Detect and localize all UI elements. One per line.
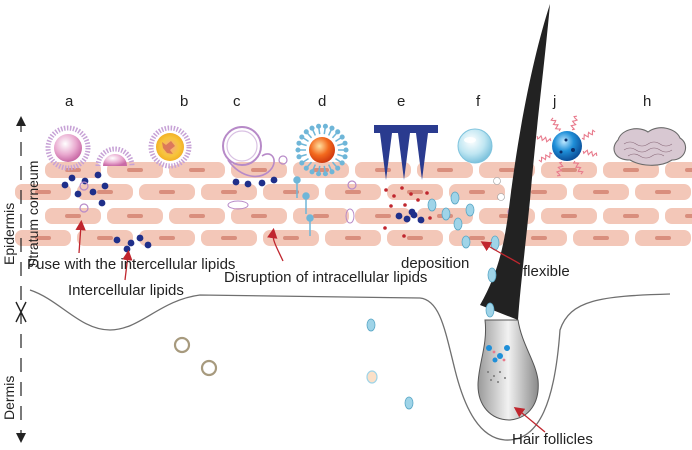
- skin-cell: [665, 208, 692, 224]
- skin-cell: [603, 208, 659, 224]
- epidermis-label: Epidermis: [1, 203, 17, 265]
- skin-cell: [387, 230, 443, 246]
- skin-cell: [541, 162, 597, 178]
- skin-cell: [355, 208, 411, 224]
- skin-cell: [77, 184, 133, 200]
- dermis-particles: [366, 318, 414, 410]
- skin-cell: [603, 162, 659, 178]
- skin-cell: [665, 162, 692, 178]
- skin-cell: [139, 230, 195, 246]
- panel-letter-d: d: [318, 93, 326, 110]
- skin-cell: [573, 230, 629, 246]
- skin-cell: [139, 184, 195, 200]
- annotation-arrows: [75, 219, 546, 433]
- lipid-nanoparticle-carrier: [148, 125, 192, 169]
- hair-follicles-annotation: Hair follicles: [512, 431, 593, 448]
- skin-cell: [573, 184, 629, 200]
- skin-cell: [325, 184, 381, 200]
- skin-cell: [541, 208, 597, 224]
- dermis-label: Dermis: [1, 376, 17, 420]
- hair-follicle: [477, 4, 550, 421]
- skin-cell: [201, 184, 257, 200]
- ethosome-carrier: [222, 126, 288, 178]
- panel-letter-c: c: [233, 93, 241, 110]
- skin-cell: [635, 184, 691, 200]
- flexible-annotation: flexible: [523, 263, 570, 280]
- disruption-annotation: Disruption of intracellular lipids: [224, 269, 427, 286]
- liposome-carrier: [45, 125, 135, 171]
- skin-cell: [77, 230, 133, 246]
- skin-cell: [293, 208, 349, 224]
- fuse-annotation: Fuse with the intercellular lipids: [27, 256, 235, 273]
- skin-cell: [45, 208, 101, 224]
- dermis-boundary-line: [29, 289, 671, 441]
- vesicle-carrier: [457, 128, 493, 164]
- panel-letter-b: b: [180, 93, 188, 110]
- skin-cell: [263, 184, 319, 200]
- panel-letter-j: j: [552, 93, 556, 110]
- irregular-particle-carrier: [613, 127, 687, 166]
- deposition-annotation: deposition: [401, 255, 469, 272]
- microneedle-array: [374, 125, 438, 180]
- skin-cell: [635, 230, 691, 246]
- penetrating-vesicles: [79, 176, 517, 377]
- skin-cell: [325, 230, 381, 246]
- skin-cell: [449, 184, 505, 200]
- skin-cell: [15, 230, 71, 246]
- panel-letter-h: h: [643, 93, 651, 110]
- skin-cell: [107, 208, 163, 224]
- skin-cell: [417, 162, 473, 178]
- skin-cell: [169, 208, 225, 224]
- panel-letter-f: f: [476, 93, 481, 110]
- panel-letter-a: a: [65, 93, 74, 110]
- stratum-corneum-cells: [15, 162, 692, 246]
- intercellular-lipid-dots: [61, 171, 425, 253]
- panel-letter-e: e: [397, 93, 405, 110]
- stratum-corneum-label: Stratum corneum: [25, 161, 41, 268]
- micelle-carrier: [295, 123, 357, 190]
- drug-release-dots: [383, 186, 432, 238]
- depth-axis: [15, 116, 27, 443]
- intercellular-lipids-annotation: Intercellular lipids: [68, 282, 184, 299]
- skin-cell: [231, 208, 287, 224]
- skin-cell: [201, 230, 257, 246]
- skin-cell: [387, 184, 443, 200]
- polymeric-nanoparticle-carrier: [536, 115, 598, 177]
- skin-cell: [169, 162, 225, 178]
- skin-cell: [15, 184, 71, 200]
